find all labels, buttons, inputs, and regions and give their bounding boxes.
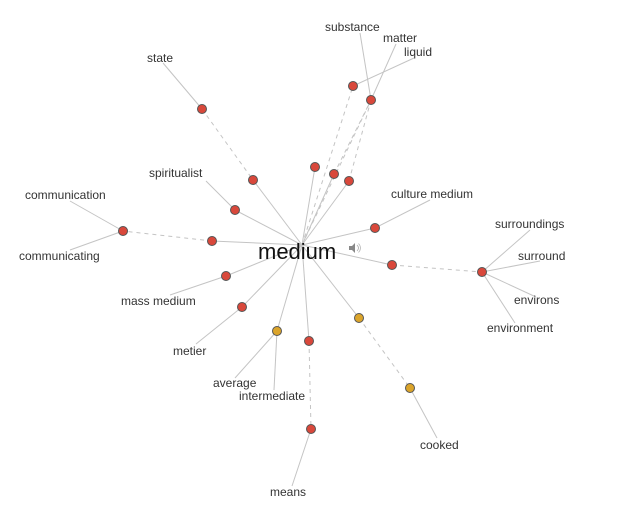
word-intermediate[interactable]: intermediate bbox=[239, 389, 305, 403]
node-n5[interactable] bbox=[329, 169, 339, 179]
node-n8[interactable] bbox=[207, 236, 217, 246]
edge-n8-commnode bbox=[122, 230, 213, 242]
node-cooked[interactable] bbox=[405, 383, 415, 393]
node-means[interactable] bbox=[306, 424, 316, 434]
edge-center-n1 bbox=[252, 179, 303, 246]
edge-center-n5 bbox=[301, 173, 335, 246]
node-n15[interactable] bbox=[354, 313, 364, 323]
node-n6[interactable] bbox=[344, 176, 354, 186]
edge-culture-medium bbox=[374, 199, 431, 229]
word-mass-medium[interactable]: mass medium bbox=[121, 294, 196, 308]
node-n7[interactable] bbox=[230, 205, 240, 215]
edge-cooked bbox=[409, 387, 438, 439]
edge-center-n13 bbox=[276, 244, 303, 332]
edge-state bbox=[162, 62, 203, 110]
node-n11[interactable] bbox=[221, 271, 231, 281]
word-means[interactable]: means bbox=[270, 485, 306, 499]
edge-n5-n3 bbox=[333, 99, 372, 175]
edge-n14-meansnode bbox=[308, 340, 312, 430]
node-environment[interactable] bbox=[477, 267, 487, 277]
edge-center-n11 bbox=[225, 244, 303, 277]
edge-matter bbox=[370, 43, 397, 101]
edge-center-n9 bbox=[301, 227, 376, 246]
edge-communicating bbox=[69, 230, 124, 251]
node-n1[interactable] bbox=[248, 175, 258, 185]
word-communicating[interactable]: communicating bbox=[19, 249, 100, 263]
word-liquid[interactable]: liquid bbox=[404, 45, 432, 59]
edge-n6-n3 bbox=[348, 99, 372, 182]
word-matter[interactable]: matter bbox=[383, 31, 417, 45]
word-average[interactable]: average bbox=[213, 376, 257, 390]
edge-state-n1 bbox=[201, 108, 254, 181]
edge-communication bbox=[69, 200, 124, 232]
edge-center-n4 bbox=[301, 166, 316, 246]
edge-center-n6 bbox=[301, 180, 350, 246]
edge-mass-medium bbox=[169, 275, 227, 296]
edge-center-n8 bbox=[211, 240, 303, 246]
node-n14[interactable] bbox=[304, 336, 314, 346]
edge-environs bbox=[481, 271, 537, 298]
word-surround[interactable]: surround bbox=[518, 249, 565, 263]
node-n2[interactable] bbox=[348, 81, 358, 91]
word-cooked[interactable]: cooked bbox=[420, 438, 459, 452]
edge-environment bbox=[481, 271, 516, 324]
node-n12[interactable] bbox=[237, 302, 247, 312]
edge-metier bbox=[195, 306, 243, 345]
edge-center-n7 bbox=[234, 209, 303, 246]
nodes bbox=[118, 81, 487, 434]
node-n9[interactable] bbox=[370, 223, 380, 233]
word-state[interactable]: state bbox=[147, 51, 173, 65]
node-n3[interactable] bbox=[366, 95, 376, 105]
edges-center bbox=[211, 85, 393, 342]
edge-center-n10 bbox=[301, 244, 393, 266]
node-n10[interactable] bbox=[387, 260, 397, 270]
word-metier[interactable]: metier bbox=[173, 344, 206, 358]
edge-substance bbox=[359, 32, 372, 101]
edge-surroundings bbox=[481, 229, 531, 273]
edge-means bbox=[291, 428, 312, 487]
speaker-icon[interactable] bbox=[349, 243, 361, 253]
edge-n15-cookednode bbox=[358, 317, 411, 389]
word-environs[interactable]: environs bbox=[514, 293, 559, 307]
word-spiritualist[interactable]: spiritualist bbox=[149, 166, 203, 180]
center-word[interactable]: medium bbox=[258, 239, 336, 264]
edge-center-n14 bbox=[301, 244, 310, 342]
word-environment[interactable]: environment bbox=[487, 321, 554, 335]
edge-average bbox=[234, 330, 278, 379]
node-n13[interactable] bbox=[272, 326, 282, 336]
edge-n10-envnode bbox=[391, 264, 483, 273]
node-n4[interactable] bbox=[310, 162, 320, 172]
word-substance[interactable]: substance bbox=[325, 20, 380, 34]
word-labels: state substance matter liquid spirituali… bbox=[19, 20, 565, 499]
node-communication[interactable] bbox=[118, 226, 128, 236]
node-state[interactable] bbox=[197, 104, 207, 114]
word-surroundings[interactable]: surroundings bbox=[495, 217, 564, 231]
edge-intermediate bbox=[273, 330, 278, 391]
edges-outer bbox=[69, 32, 541, 487]
edge-center-n2 bbox=[301, 85, 354, 246]
word-communication[interactable]: communication bbox=[25, 188, 106, 202]
edge-surround bbox=[481, 260, 541, 273]
edge-center-n15 bbox=[301, 244, 360, 319]
word-culture-medium[interactable]: culture medium bbox=[391, 187, 473, 201]
edge-center-n12 bbox=[241, 244, 303, 308]
edge-spiritualist bbox=[205, 180, 236, 211]
